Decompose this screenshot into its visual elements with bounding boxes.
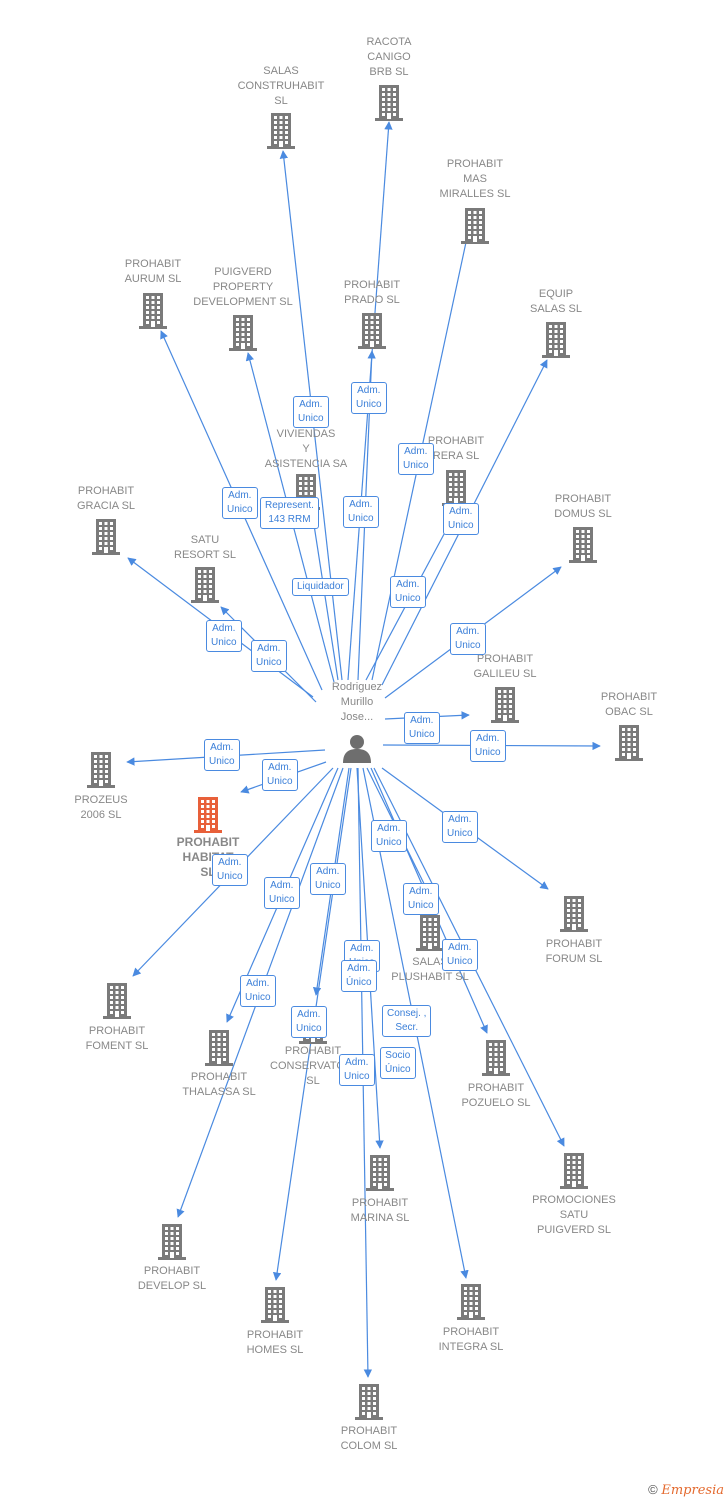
building-icon[interactable] (258, 1287, 292, 1328)
building-icon[interactable] (188, 567, 222, 608)
role-badge[interactable]: Adm. Unico (442, 939, 478, 971)
role-badge[interactable]: Represent. 143 RRM (260, 497, 319, 529)
building-icon[interactable] (557, 896, 591, 937)
role-badge[interactable]: Adm. Unico (351, 382, 387, 414)
building-icon[interactable] (84, 752, 118, 793)
role-badge[interactable]: Adm. Unico (291, 1006, 327, 1038)
company-label-puigverd[interactable]: PUIGVERD PROPERTY DEVELOPMENT SL (193, 266, 293, 308)
role-badge[interactable]: Adm. Unico (204, 739, 240, 771)
company-label-racota[interactable]: RACOTA CANIGO BRB SL (366, 36, 412, 78)
role-badge[interactable]: Adm. Unico (222, 487, 258, 519)
brand-logo: Empresia (661, 1483, 724, 1498)
role-badge[interactable]: Adm. Unico (371, 820, 407, 852)
role-badge[interactable]: Adm. Unico (398, 443, 434, 475)
role-badge[interactable]: Liquidador (292, 578, 349, 596)
building-icon[interactable] (89, 519, 123, 560)
role-badge[interactable]: Adm. Unico (206, 620, 242, 652)
company-label-domus[interactable]: PROHABIT DOMUS SL (554, 493, 612, 520)
copyright-symbol: © (648, 1482, 658, 1497)
building-icon[interactable] (100, 983, 134, 1024)
role-badge[interactable]: Adm. Unico (343, 496, 379, 528)
company-label-viviendas[interactable]: VIVIENDAS Y ASISTENCIA SA (264, 428, 348, 470)
company-label-homes[interactable]: PROHABIT HOMES SL (246, 1329, 304, 1356)
company-label-forum[interactable]: PROHABIT FORUM SL (545, 938, 603, 965)
role-badge[interactable]: Adm. Unico (212, 854, 248, 886)
footer-credit[interactable]: © Empresia (648, 1482, 724, 1498)
company-label-equip-salas[interactable]: EQUIP SALAS SL (530, 288, 582, 315)
building-icon[interactable] (136, 293, 170, 334)
company-label-satu-resort[interactable]: SATU RESORT SL (174, 534, 236, 561)
role-badge[interactable]: Adm. Unico (293, 396, 329, 428)
building-icon[interactable] (454, 1284, 488, 1325)
role-badge[interactable]: Adm. Unico (264, 877, 300, 909)
company-label-develop[interactable]: PROHABIT DEVELOP SL (137, 1265, 207, 1292)
role-badge[interactable]: Adm. Unico (404, 712, 440, 744)
role-badge[interactable]: Adm. Unico (251, 640, 287, 672)
role-badge[interactable]: Adm. Unico (470, 730, 506, 762)
role-badge[interactable]: Adm. Unico (339, 1054, 375, 1086)
role-badge[interactable]: Adm. Unico (442, 811, 478, 843)
role-badge[interactable]: Adm. Unico (310, 863, 346, 895)
person-name[interactable]: Rodriguez Murillo Jose... (331, 681, 383, 723)
company-label-foment[interactable]: PROHABIT FOMENT SL (85, 1025, 149, 1052)
building-icon[interactable] (352, 1384, 386, 1425)
company-label-integra[interactable]: PROHABIT INTEGRA SL (438, 1326, 504, 1353)
company-label-pozuelo[interactable]: PROHABIT POZUELO SL (461, 1082, 531, 1109)
building-icon[interactable] (488, 687, 522, 728)
building-icon[interactable] (557, 1153, 591, 1194)
building-icon[interactable] (458, 208, 492, 249)
building-icon[interactable] (264, 113, 298, 154)
role-badge[interactable]: Adm. Unico (262, 759, 298, 791)
company-label-prado[interactable]: PROHABIT PRADO SL (343, 279, 401, 306)
company-label-obac[interactable]: PROHABIT OBAC SL (600, 691, 658, 718)
company-label-aurum[interactable]: PROHABIT AURUM SL (124, 258, 182, 285)
company-label-gracia[interactable]: PROHABIT GRACIA SL (76, 485, 136, 512)
role-badge[interactable]: Adm. Unico (240, 975, 276, 1007)
role-badge[interactable]: Consej. , Secr. (382, 1005, 432, 1037)
building-icon[interactable] (479, 1040, 513, 1081)
person-icon[interactable] (342, 733, 372, 768)
building-icon[interactable] (413, 915, 447, 956)
company-label-conservatori[interactable]: PROHABIT CONSERVATORI SL (270, 1045, 356, 1087)
role-badge[interactable]: Adm. Unico (443, 503, 479, 535)
role-badge[interactable]: Adm. Unico (450, 623, 486, 655)
company-label-plushabit[interactable]: SALAS PLUSHABIT SL (391, 956, 469, 983)
building-icon[interactable] (202, 1030, 236, 1071)
company-label-prozeus[interactable]: PROZEUS 2006 SL (74, 794, 128, 821)
company-label-colom[interactable]: PROHABIT COLOM SL (340, 1425, 398, 1452)
building-icon[interactable] (612, 725, 646, 766)
building-icon[interactable] (191, 797, 225, 838)
role-badge[interactable]: Adm. Unico (403, 883, 439, 915)
role-badge[interactable]: Adm. Unico (390, 576, 426, 608)
building-icon[interactable] (226, 315, 260, 356)
company-label-salas-constru[interactable]: SALAS CONSTRUHABIT SL (237, 65, 325, 107)
building-icon[interactable] (155, 1224, 189, 1265)
company-label-promociones[interactable]: PROMOCIONES SATU PUIGVERD SL (532, 1194, 616, 1236)
building-icon[interactable] (355, 313, 389, 354)
role-badge[interactable]: Socio Único (380, 1047, 416, 1079)
building-icon[interactable] (372, 85, 406, 126)
building-icon[interactable] (539, 322, 573, 363)
company-label-galileu[interactable]: PROHABIT GALILEU SL (473, 653, 537, 680)
company-label-habitat[interactable]: PROHABIT HABITAT SL (176, 835, 240, 879)
edge-viviendas (309, 511, 339, 681)
company-label-marina[interactable]: PROHABIT MARINA SL (350, 1197, 410, 1224)
role-badge[interactable]: Adm. Único (341, 960, 377, 992)
building-icon[interactable] (566, 527, 600, 568)
building-icon[interactable] (363, 1155, 397, 1196)
company-label-rera[interactable]: PROHABIT RERA SL (427, 435, 485, 462)
company-label-mas-miralles[interactable]: PROHABIT MAS MIRALLES SL (439, 158, 511, 200)
company-label-thalassa[interactable]: PROHABIT THALASSA SL (182, 1071, 256, 1098)
